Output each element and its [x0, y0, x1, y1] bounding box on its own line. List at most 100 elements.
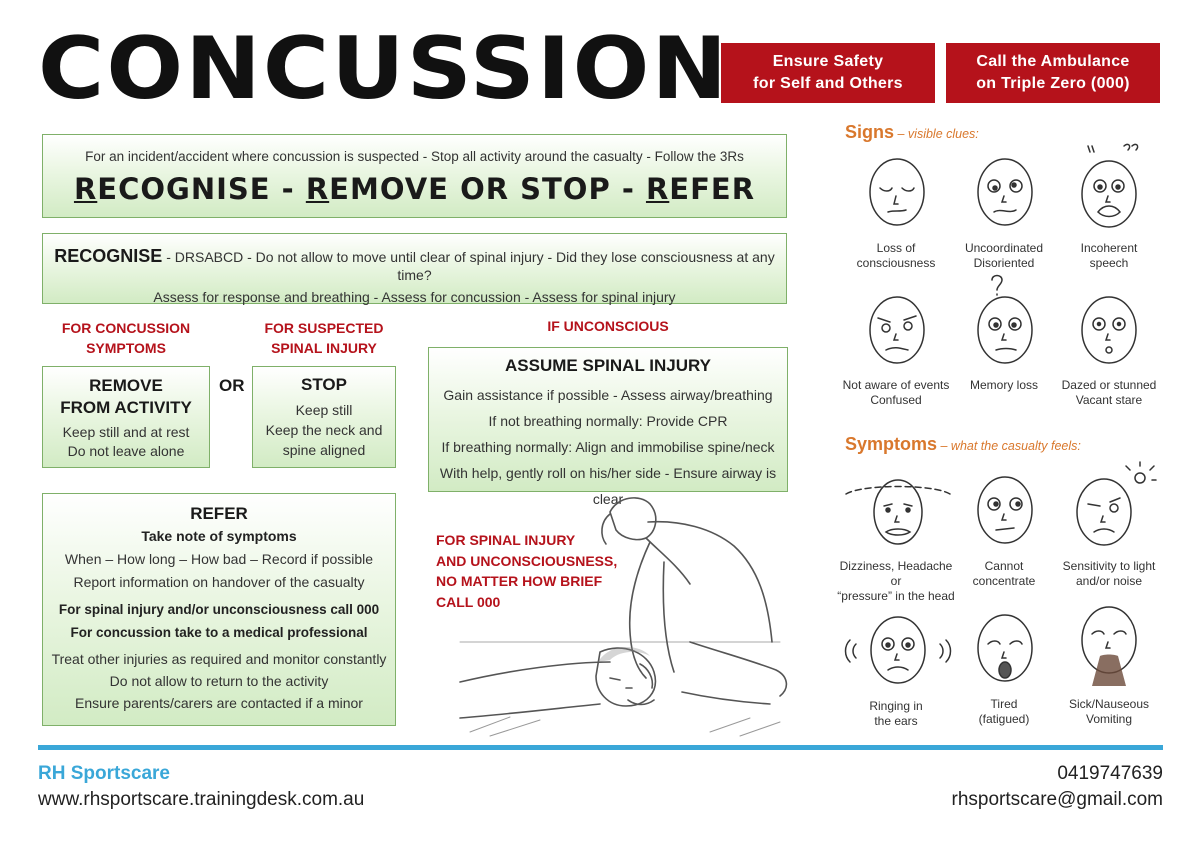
concussion-label-line2: SYMPTOMS — [86, 340, 166, 356]
symptom-caption-1a: Dizziness, Headache or — [839, 559, 953, 588]
face-dazed-icon — [1081, 296, 1137, 364]
or-label: OR — [219, 376, 245, 395]
face-ringing-ears-icon — [844, 616, 952, 684]
symptom-caption-5b: (fatigued) — [978, 712, 1030, 726]
refer-bold-line2: For concussion take to a medical profess… — [70, 625, 368, 640]
remove-text-line1: Keep still and at rest — [62, 424, 190, 440]
refer-text2-line3: Ensure parents/carers are contacted if a… — [75, 695, 363, 711]
remove-title: REMOVE FROM ACTIVITY — [43, 375, 209, 419]
symptoms-heading: Symptoms – what the casualty feels: — [845, 434, 1081, 455]
footer-brand: RH Sportscare — [38, 763, 170, 784]
r1-rest: ECOGNISE - — [97, 172, 306, 206]
symptom-caption-4b: the ears — [874, 714, 918, 728]
spinal-warning-line1: FOR SPINAL INJURY — [436, 532, 576, 548]
symptom-caption-3a: Sensitivity to light — [1062, 559, 1156, 573]
symptom-caption-5a: Tired — [990, 697, 1018, 711]
sign-caption-3: Incoherent speech — [1049, 241, 1169, 271]
sign-caption-6: Dazed or stunned Vacant stare — [1049, 378, 1169, 408]
stop-title: STOP — [301, 375, 347, 394]
refer-text2-line2: Do not allow to return to the activity — [109, 673, 329, 689]
signs-title: Signs — [845, 122, 895, 142]
three-rs-box: For an incident/accident where concussio… — [42, 134, 787, 218]
sign-caption-1a: Loss of — [876, 241, 916, 255]
remove-text: Keep still and at rest Do not leave alon… — [43, 423, 209, 461]
sign-caption-4b: Confused — [870, 393, 922, 407]
spinal-label-line1: FOR SUSPECTED — [264, 320, 384, 336]
ensure-safety-line2: for Self and Others — [753, 75, 903, 92]
face-dizziness-icon — [845, 479, 951, 545]
call-ambulance-line2: on Triple Zero (000) — [976, 75, 1130, 92]
unconscious-line2: If not breathing normally: Provide CPR — [488, 413, 728, 429]
symptoms-subtitle: – what the casualty feels: — [937, 439, 1081, 453]
ensure-safety-banner: Ensure Safety for Self and Others — [721, 43, 935, 103]
spinal-label-line2: SPINAL INJURY — [271, 340, 377, 356]
spinal-warning: FOR SPINAL INJURY AND UNCONSCIOUSNESS, N… — [436, 530, 617, 612]
face-loss-of-consciousness-icon — [869, 158, 925, 226]
r2-rest: EMOVE OR STOP - — [329, 172, 646, 206]
r3-initial: R — [645, 172, 670, 206]
recognise-box: RECOGNISE - DRSABCD - Do not allow to mo… — [42, 233, 787, 305]
stop-box: STOP Keep still Keep the neck and spine … — [252, 366, 396, 468]
symptom-caption-1b: “pressure” in the head — [837, 589, 955, 603]
refer-bold: For spinal injury and/or unconsciousness… — [43, 598, 395, 644]
intro-line: For an incident/accident where concussio… — [85, 149, 744, 164]
r1-initial: R — [73, 172, 98, 206]
unconscious-label: IF UNCONSCIOUS — [547, 318, 669, 334]
sign-caption-1: Loss of consciousness — [836, 241, 956, 271]
stop-text-line2: Keep the neck and — [265, 422, 383, 438]
spinal-warning-line2: AND UNCONSCIOUSNESS, — [436, 552, 618, 569]
footer-website-link[interactable]: www.rhsportscare.trainingdesk.com.au — [38, 789, 365, 810]
remove-text-line2: Do not leave alone — [67, 443, 185, 459]
refer-bold-line1: For spinal injury and/or unconsciousness… — [58, 602, 380, 617]
ensure-safety-line1: Ensure Safety — [772, 53, 884, 70]
stop-text: Keep still Keep the neck and spine align… — [253, 400, 395, 460]
stop-text-line1: Keep still — [295, 402, 353, 418]
face-sick-icon — [1081, 606, 1137, 686]
refer-title: REFER — [190, 504, 248, 523]
refer-text1: When – How long – How bad – Record if po… — [43, 548, 395, 594]
symptom-caption-4a: Ringing in — [869, 699, 923, 713]
sign-caption-4: Not aware of events Confused — [836, 378, 956, 408]
face-incoherent-speech-icon — [1081, 143, 1139, 228]
symptom-caption-3b: and/or noise — [1075, 574, 1143, 588]
unconscious-line4: With help, gently roll on his/her side -… — [439, 465, 777, 507]
symptom-caption-6: Sick/Nauseous Vomiting — [1049, 697, 1169, 727]
sign-caption-6b: Vacant stare — [1075, 393, 1143, 407]
symptom-caption-1: Dizziness, Headache or “pressure” in the… — [836, 559, 956, 604]
symptom-caption-2b: concentrate — [972, 574, 1036, 588]
recognise-text1: - DRSABCD - Do not allow to move until c… — [162, 249, 775, 283]
sign-caption-5a: Memory loss — [969, 378, 1038, 392]
refer-text1-line2: Report information on handover of the ca… — [73, 574, 365, 590]
symptom-caption-2a: Cannot — [984, 559, 1024, 573]
signs-heading: Signs – visible clues: — [845, 122, 979, 143]
recognise-line1: RECOGNISE - DRSABCD - Do not allow to mo… — [43, 246, 786, 283]
symptom-caption-2: Cannot concentrate — [944, 559, 1064, 589]
recognise-line2: Assess for response and breathing - Asse… — [153, 289, 676, 305]
sign-caption-3a: Incoherent — [1080, 241, 1138, 255]
sign-caption-3b: speech — [1089, 256, 1129, 270]
page-title: CONCUSSION — [38, 19, 730, 119]
stop-text-line3: spine aligned — [282, 442, 366, 458]
symptom-caption-6a: Sick/Nauseous — [1068, 697, 1150, 711]
remove-title-line1: REMOVE — [89, 376, 163, 395]
sign-caption-2: Uncoordinated Disoriented — [944, 241, 1064, 271]
footer-email-link[interactable]: rhsportscare@gmail.com — [951, 789, 1163, 810]
refer-box: REFER Take note of symptoms When – How l… — [42, 493, 396, 726]
symptoms-title: Symptoms — [845, 434, 938, 454]
concussion-label: FOR CONCUSSION SYMPTOMS — [42, 318, 210, 358]
refer-text1-line1: When – How long – How bad – Record if po… — [64, 551, 374, 567]
refer-text2-line1: Treat other injuries as required and mon… — [51, 651, 387, 667]
symptom-caption-4: Ringing in the ears — [836, 699, 956, 729]
refer-text2: Treat other injuries as required and mon… — [43, 648, 395, 714]
recognise-heading: RECOGNISE — [54, 246, 163, 266]
footer-phone: 0419747639 — [1057, 763, 1163, 784]
face-uncoordinated-icon — [977, 158, 1033, 226]
unconscious-title: ASSUME SPINAL INJURY — [505, 356, 711, 375]
rescuer-illustration — [459, 497, 788, 737]
sign-caption-2b: Disoriented — [973, 256, 1035, 270]
unconscious-line1: Gain assistance if possible - Assess air… — [443, 387, 773, 403]
three-rs-heading: RECOGNISE - REMOVE OR STOP - REFER — [43, 172, 786, 206]
r2-initial: R — [305, 172, 330, 206]
concussion-label-line1: FOR CONCUSSION — [61, 320, 191, 336]
spinal-label: FOR SUSPECTED SPINAL INJURY — [252, 318, 396, 358]
